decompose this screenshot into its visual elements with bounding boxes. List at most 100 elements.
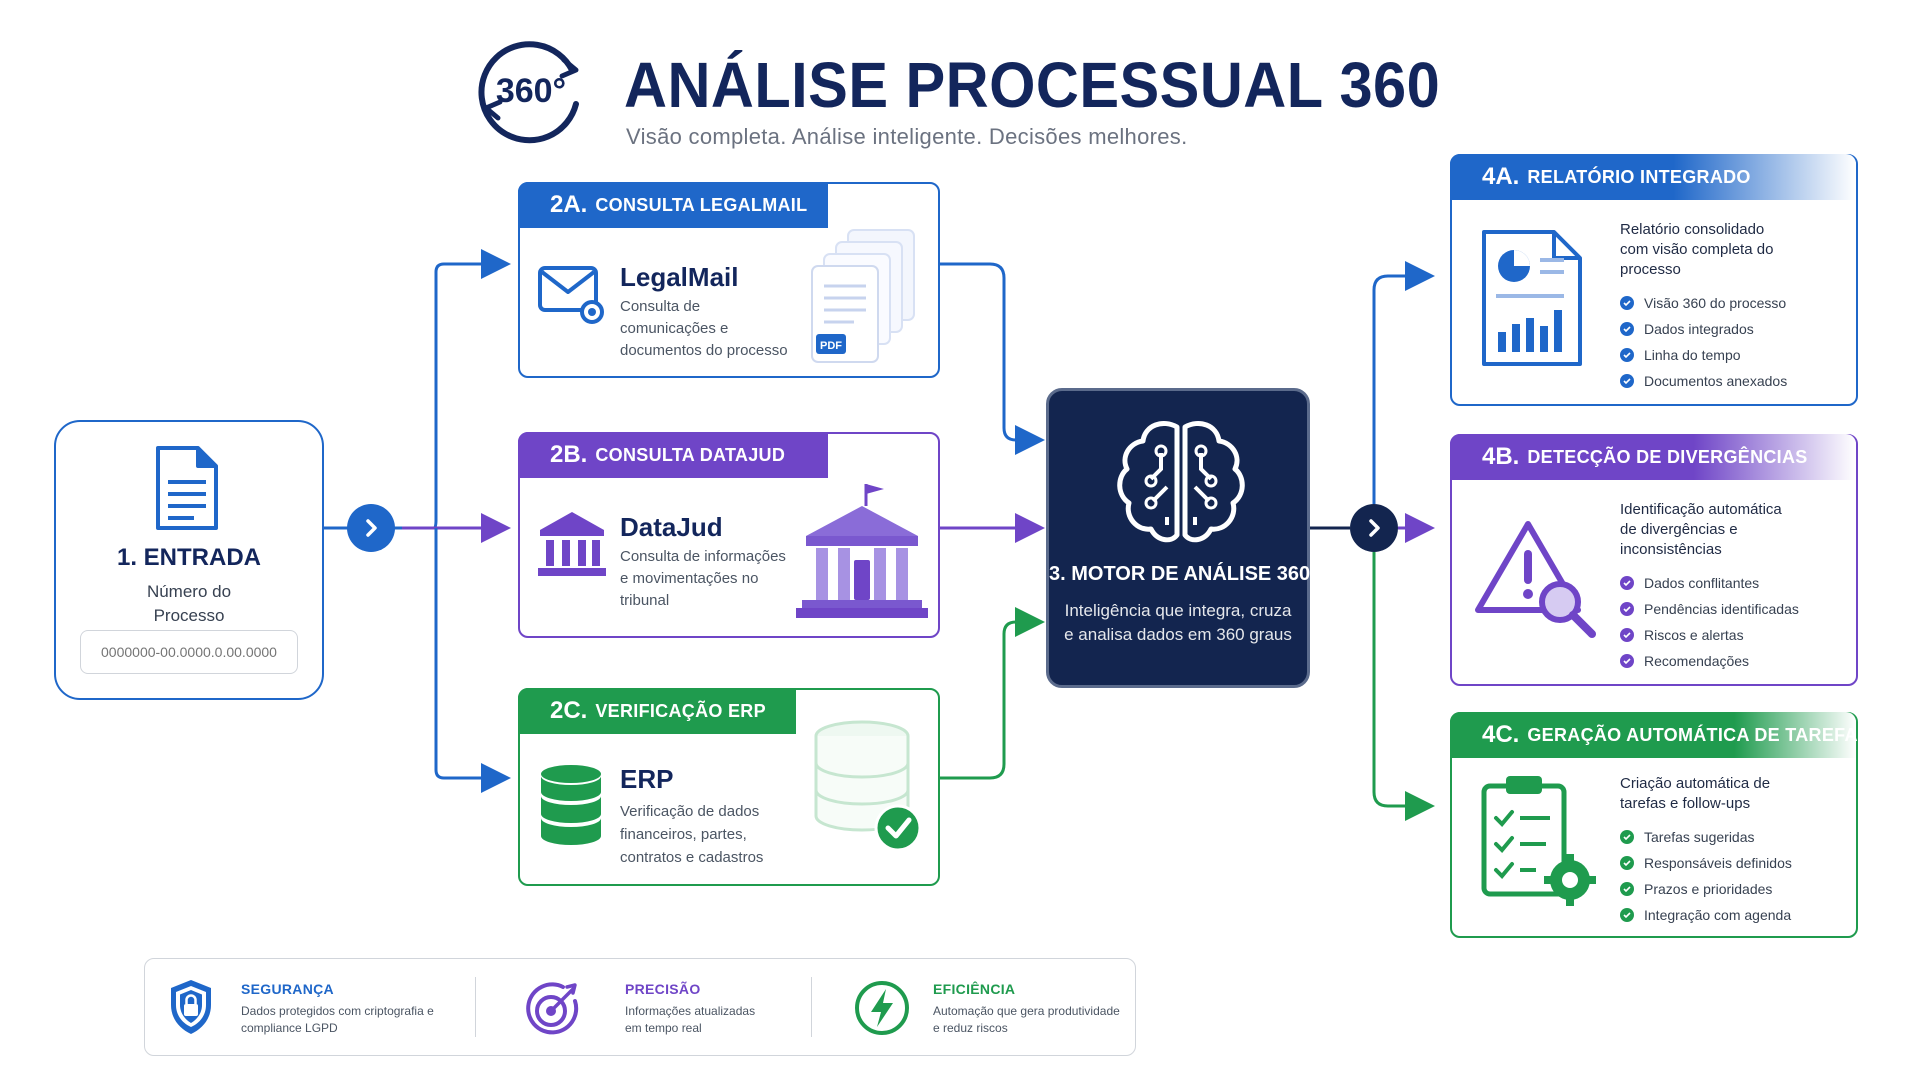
entrada-title: 1. ENTRADA: [116, 544, 261, 571]
check-icon: [1620, 322, 1634, 336]
step-label: VERIFICAÇÃO ERP: [595, 700, 766, 721]
list-item-label: Responsáveis definidos: [1644, 855, 1792, 871]
list-item-label: Pendências identificadas: [1644, 601, 1799, 617]
divider: [811, 977, 812, 1037]
list-item: Dados conflitantes: [1620, 570, 1799, 596]
list-item-label: Prazos e prioridades: [1644, 881, 1773, 897]
erp-header: 2C. VERIFICAÇÃO ERP: [518, 688, 796, 734]
check-icon: [1620, 348, 1634, 362]
step-code: 4B.: [1482, 443, 1520, 470]
entrada-subtitle-text: Número do Processo: [146, 582, 232, 625]
legalmail-title: LegalMail: [620, 262, 739, 292]
list-item: Riscos e alertas: [1620, 622, 1799, 648]
erp-desc: Verificação de dados financeiros, partes…: [620, 803, 764, 866]
next-step-button[interactable]: [347, 504, 395, 552]
shield-lock-icon: [171, 980, 211, 1034]
logo-text: 360°: [496, 72, 566, 110]
list-item-label: Dados conflitantes: [1644, 575, 1760, 591]
list-item-label: Linha do tempo: [1644, 347, 1741, 363]
feature-desc: Dados protegidos com criptografia e comp…: [241, 1004, 434, 1035]
tribunal-building-icon: [796, 484, 928, 618]
step-code: 2C.: [550, 697, 588, 724]
360-logo-icon: 360°: [478, 41, 579, 144]
datajud-card: 2B.CONSULTA DATAJUD DataJud Consulta de …: [518, 432, 940, 638]
check-icon: [1620, 882, 1634, 896]
step-code: 2A.: [550, 191, 588, 218]
list-item-label: Documentos anexados: [1644, 373, 1788, 389]
legalmail-desc: Consulta de comunicações e documentos do…: [620, 298, 788, 359]
mail-icon: [538, 266, 604, 324]
check-icon: [1620, 576, 1634, 590]
pdf-badge: PDF: [820, 340, 842, 352]
output-step-button[interactable]: [1350, 504, 1398, 552]
feature-eficiencia: EFICIÊNCIA Automação que gera produtivid…: [853, 959, 1133, 1055]
list-item-label: Visão 360 do processo: [1644, 295, 1787, 311]
list-item: Linha do tempo: [1620, 342, 1787, 368]
chevron-right-icon: [1369, 519, 1380, 537]
relatorio-list: Visão 360 do processo Dados integrados L…: [1620, 290, 1787, 394]
motor-desc: Inteligência que integra, cruza e analis…: [1064, 601, 1292, 644]
list-item-label: Riscos e alertas: [1644, 627, 1744, 643]
lightning-icon: [855, 981, 909, 1035]
entrada-subtitle: Número do Processo: [56, 580, 322, 628]
list-item: Integração com agenda: [1620, 902, 1792, 928]
list-item-label: Integração com agenda: [1644, 907, 1792, 923]
feature-title: EFICIÊNCIA: [933, 981, 1016, 997]
tarefas-header: 4C. GERAÇÃO AUTOMÁTICA DE TAREFAS: [1450, 712, 1870, 758]
step-label: CONSULTA LEGALMAIL: [595, 194, 808, 215]
list-item: Documentos anexados: [1620, 368, 1787, 394]
process-number-input[interactable]: [80, 630, 298, 674]
feature-title: SEGURANÇA: [241, 981, 334, 997]
step-label: GERAÇÃO AUTOMÁTICA DE TAREFAS: [1527, 724, 1871, 745]
check-icon: [1620, 654, 1634, 668]
list-item: Pendências identificadas: [1620, 596, 1799, 622]
feature-desc: Informações atualizadas em tempo real: [625, 1004, 756, 1035]
list-item: Visão 360 do processo: [1620, 290, 1787, 316]
feature-precisao: PRECISÃO Informações atualizadas em temp…: [523, 959, 823, 1055]
features-footer: SEGURANÇA Dados protegidos com criptogra…: [144, 958, 1136, 1056]
step-code: 4C.: [1482, 721, 1520, 748]
clipboard-gear-icon: [1481, 776, 1596, 906]
divergencias-card: 4B.DETECÇÃO DE DIVERGÊNCIAS Identificaçã…: [1450, 434, 1858, 686]
motor-card: 3. MOTOR DE ANÁLISE 360 Inteligência que…: [1046, 388, 1310, 688]
entrada-card: 1. ENTRADA Número do Processo: [54, 420, 324, 700]
step-code: 4A.: [1482, 163, 1520, 190]
brain-circuit-icon: [1117, 421, 1245, 543]
step-label: CONSULTA DATAJUD: [595, 444, 786, 465]
pdf-documents-icon: PDF: [811, 229, 915, 363]
warning-search-icon: [1475, 521, 1596, 638]
tarefas-desc: Criação automática de tarefas e follow-u…: [1620, 775, 1771, 812]
courthouse-icon: [538, 512, 606, 576]
list-item: Tarefas sugeridas: [1620, 824, 1792, 850]
feature-title: PRECISÃO: [625, 981, 701, 997]
list-item: Dados integrados: [1620, 316, 1787, 342]
check-icon: [1620, 296, 1634, 310]
check-icon: [1620, 374, 1634, 388]
relatorio-card: 4A. RELATÓRIO INTEGRADO Relatório consoli…: [1450, 154, 1858, 406]
divergencias-list: Dados conflitantes Pendências identifica…: [1620, 570, 1799, 674]
list-item-label: Dados integrados: [1644, 321, 1754, 337]
feature-seguranca: SEGURANÇA Dados protegidos com criptogra…: [167, 959, 487, 1055]
erp-title: ERP: [620, 764, 674, 794]
list-item: Responsáveis definidos: [1620, 850, 1792, 876]
document-icon: [156, 446, 218, 530]
report-chart-icon: [1482, 230, 1582, 366]
datajud-desc: Consulta de informações e movimentações …: [620, 548, 786, 609]
erp-card: 2C. VERIFICAÇÃO ERP ERP Verificação de da…: [518, 688, 940, 886]
step-label: DETECÇÃO DE DIVERGÊNCIAS: [1527, 446, 1808, 467]
chevron-right-icon: [366, 519, 377, 537]
tarefas-list: Tarefas sugeridas Responsáveis definidos…: [1620, 824, 1792, 928]
target-icon: [526, 982, 579, 1035]
step-label: RELATÓRIO INTEGRADO: [1527, 166, 1751, 187]
motor-title: 3. MOTOR DE ANÁLISE 360: [1049, 563, 1311, 585]
list-item: Recomendações: [1620, 648, 1799, 674]
divider: [475, 977, 476, 1037]
database-check-icon: [814, 720, 922, 852]
relatorio-desc: Relatório consolidado com visão completa…: [1620, 221, 1774, 278]
list-item-label: Tarefas sugeridas: [1644, 829, 1755, 845]
check-icon: [1620, 628, 1634, 642]
list-item-label: Recomendações: [1644, 653, 1750, 669]
relatorio-header: 4A. RELATÓRIO INTEGRADO: [1450, 154, 1856, 200]
page-title: ANÁLISE PROCESSUAL 360: [624, 49, 1441, 121]
